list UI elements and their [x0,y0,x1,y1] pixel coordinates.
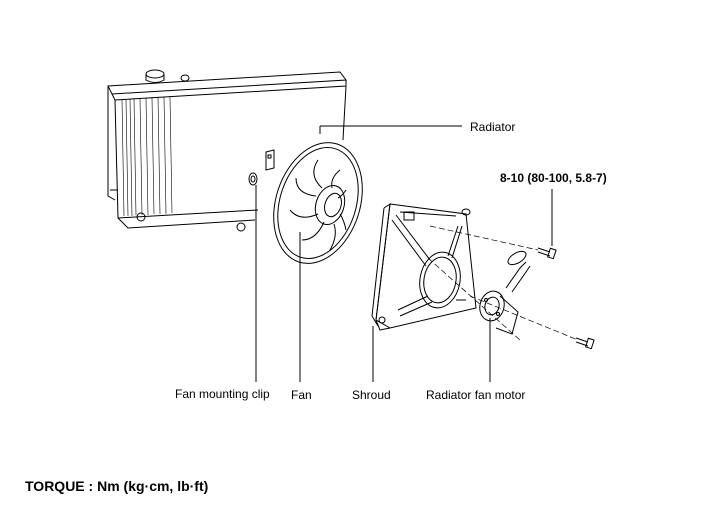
bolt-upper-drawing [538,248,556,259]
assembly-centerlines [428,226,578,340]
radiator-fan-motor-drawing [477,249,530,334]
fan-mounting-clip-drawing [249,150,274,185]
torque-unit-legend: TORQUE : Nm (kg·cm, lb·ft) [25,478,209,494]
bolt-lower-drawing [576,338,594,349]
fan-mounting-clip-label: Fan mounting clip [175,387,270,401]
leader-lines [256,126,552,382]
radiator-drawing [108,70,346,231]
radiator-label: Radiator [470,120,516,134]
fan-drawing [259,131,377,275]
fan-label: Fan [291,388,312,402]
shroud-drawing [372,204,476,330]
shroud-label: Shroud [352,388,391,402]
radiator-fan-motor-label: Radiator fan motor [426,388,526,402]
bolt-torque-value-label: 8-10 (80-100, 5.8-7) [500,171,607,185]
